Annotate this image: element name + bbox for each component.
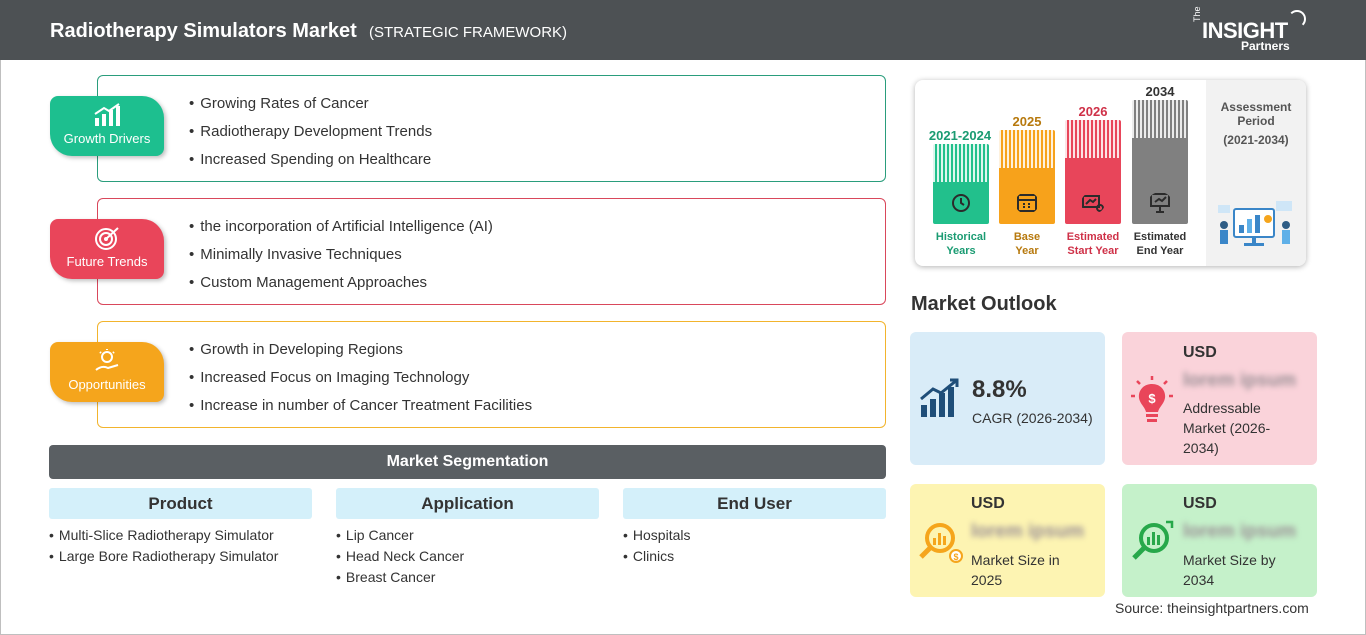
size-2025-value: lorem ipsum <box>971 521 1084 542</box>
logo-the: The <box>1192 6 1202 22</box>
addressable-market-card: $ USD lorem ipsum Addressable Market (20… <box>1122 332 1317 465</box>
segment-product: Product Multi-Slice Radiotherapy Simulat… <box>49 488 312 567</box>
segment-end-user: End User Hospitals Clinics <box>623 488 886 567</box>
future-trends-box: the incorporation of Artificial Intellig… <box>97 198 886 305</box>
assessment-range: (2021-2034) <box>1223 133 1289 147</box>
list-item: Growing Rates of Cancer <box>189 94 432 122</box>
size-2025-usd: USD <box>971 495 1005 512</box>
magnifier-chart-icon: $ <box>919 523 963 563</box>
market-size-2025-card: $ USD lorem ipsum Market Size in 2025 <box>910 484 1105 597</box>
assessment-period-panel: Assessment Period (2021-2034) <box>1206 80 1306 266</box>
addressable-usd: USD <box>1183 344 1217 361</box>
growth-drivers-label: Growth Drivers <box>63 131 151 146</box>
cagr-label: CAGR (2026-2034) <box>972 410 1093 426</box>
list-item: Multi-Slice Radiotherapy Simulator <box>49 525 312 546</box>
list-item: Increased Spending on Healthcare <box>189 150 432 178</box>
market-segmentation-header: Market Segmentation <box>49 445 886 479</box>
list-item: Breast Cancer <box>336 567 599 588</box>
cagr-card: 8.8% CAGR (2026-2034) <box>910 332 1105 465</box>
bar-end <box>1132 100 1188 224</box>
logo-insight: INSIGHT <box>1202 18 1288 43</box>
addressable-value: lorem ipsum <box>1183 370 1296 391</box>
page-title: Radiotherapy Simulators Market <box>50 20 357 42</box>
analytics-people-icon <box>1218 201 1292 246</box>
lightbulb-hand-icon <box>95 349 119 371</box>
size-2034-label: Market Size by 2034 <box>1183 552 1276 588</box>
svg-text:$: $ <box>953 552 958 562</box>
lightbulb-dollar-icon: $ <box>1131 376 1173 422</box>
future-trends-list: the incorporation of Artificial Intellig… <box>189 217 493 301</box>
segment-end-user-head: End User <box>623 488 886 519</box>
growth-drivers-list: Growing Rates of Cancer Radiotherapy Dev… <box>189 94 432 178</box>
list-item: Radiotherapy Development Trends <box>189 122 432 150</box>
bar-historical <box>933 144 989 224</box>
svg-text:$: $ <box>1148 391 1156 406</box>
opportunities-box: Growth in Developing Regions Increased F… <box>97 321 886 428</box>
list-item: Clinics <box>623 546 886 567</box>
year-start: 2026 <box>1078 104 1108 119</box>
list-item: Increase in number of Cancer Treatment F… <box>189 396 532 424</box>
logo-partners: Partners <box>1241 39 1290 53</box>
list-item: Hospitals <box>623 525 886 546</box>
bar-chart-icon <box>94 103 120 126</box>
future-trends-label: Future Trends <box>66 254 148 269</box>
list-item: the incorporation of Artificial Intellig… <box>189 217 493 245</box>
size-2034-value: lorem ipsum <box>1183 521 1296 542</box>
list-item: Minimally Invasive Techniques <box>189 245 493 273</box>
magnifier-growth-icon <box>1132 520 1174 560</box>
opportunities-badge: Opportunities <box>50 342 164 402</box>
list-item: Growth in Developing Regions <box>189 340 532 368</box>
year-historical: 2021-2024 <box>928 128 992 143</box>
segment-product-head: Product <box>49 488 312 519</box>
logo-arc-icon <box>1288 10 1306 28</box>
market-outlook-title: Market Outlook <box>911 293 1057 315</box>
opportunities-label: Opportunities <box>68 377 146 392</box>
size-2025-label: Market Size in 2025 <box>971 552 1060 588</box>
future-trends-badge: Future Trends <box>50 219 164 279</box>
list-item: Custom Management Approaches <box>189 273 493 301</box>
target-icon <box>95 227 119 250</box>
year-end: 2034 <box>1145 84 1175 99</box>
source-text: Source: theinsightpartners.com <box>1115 600 1309 616</box>
list-item: Large Bore Radiotherapy Simulator <box>49 546 312 567</box>
segment-application: Application Lip Cancer Head Neck Cancer … <box>336 488 599 588</box>
segment-application-head: Application <box>336 488 599 519</box>
growth-drivers-badge: Growth Drivers <box>50 96 164 156</box>
cagr-value: 8.8% <box>972 376 1027 403</box>
year-base: 2025 <box>1012 114 1042 129</box>
market-size-2034-card: USD lorem ipsum Market Size by 2034 <box>1122 484 1317 597</box>
addressable-label: Addressable Market (2026-2034) <box>1183 400 1271 456</box>
growth-drivers-box: Growing Rates of Cancer Radiotherapy Dev… <box>97 75 886 182</box>
growth-chart-icon <box>920 378 959 417</box>
list-item: Lip Cancer <box>336 525 599 546</box>
history-icon <box>952 194 970 212</box>
insight-partners-logo[interactable]: The INSIGHT Partners <box>1192 6 1312 54</box>
calendar-icon <box>1017 194 1037 212</box>
list-item: Increased Focus on Imaging Technology <box>189 368 532 396</box>
presentation-icon <box>1150 193 1170 213</box>
size-2034-usd: USD <box>1183 495 1217 512</box>
bar-start <box>1065 120 1121 224</box>
opportunities-list: Growth in Developing Regions Increased F… <box>189 340 532 424</box>
header-bar: Radiotherapy Simulators Market (STRATEGI… <box>0 0 1366 60</box>
bar-base <box>999 130 1055 224</box>
assessment-title: Assessment Period <box>1220 100 1292 128</box>
chart-screen-icon <box>1082 195 1104 212</box>
list-item: Head Neck Cancer <box>336 546 599 567</box>
page-subtitle: (STRATEGIC FRAMEWORK) <box>369 24 568 41</box>
